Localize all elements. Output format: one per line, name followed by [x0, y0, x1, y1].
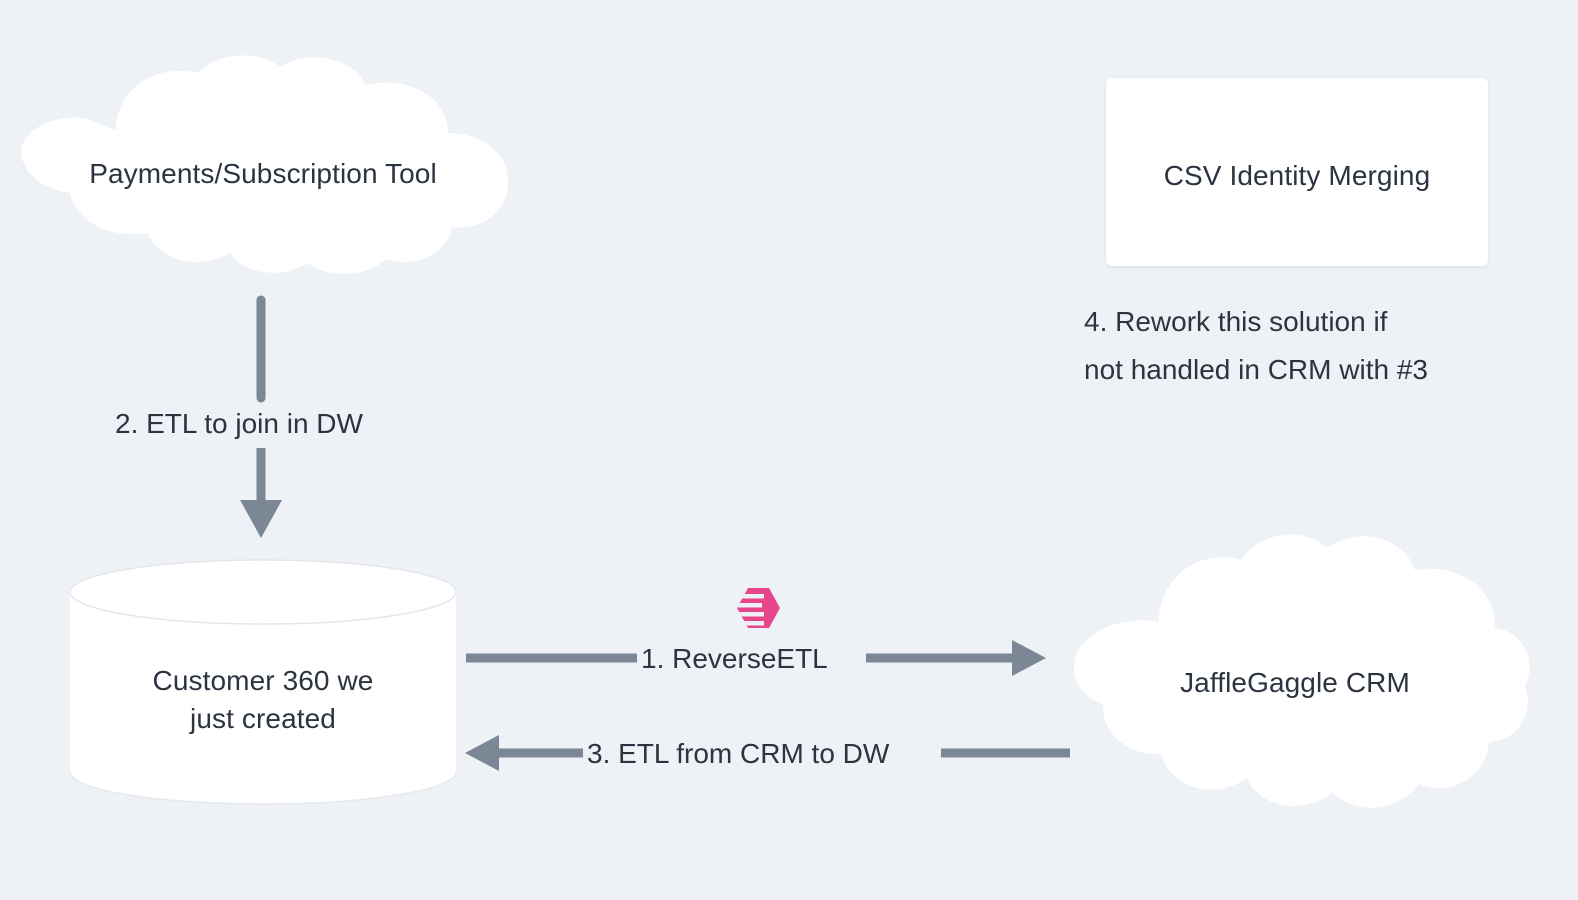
note-rework-solution: 4. Rework this solution if not handled i…: [1084, 306, 1428, 386]
edge-label-etl-from-crm: 3. ETL from CRM to DW: [587, 738, 890, 769]
edge-label-etl-join-dw: 2. ETL to join in DW: [115, 408, 363, 439]
hightouch-logo-icon: [736, 586, 782, 630]
edge-etl-join-dw-arrowhead: [240, 500, 282, 538]
node-jafflegaggle-crm[interactable]: [1055, 520, 1535, 840]
node-payments-subscription-tool[interactable]: [8, 55, 518, 280]
node-customer-360[interactable]: [68, 559, 458, 820]
cloud-shape: [1073, 534, 1530, 808]
edge-label-reverse-etl: 1. ReverseETL: [641, 643, 828, 674]
edge-reverse-etl-arrowhead: [1012, 640, 1046, 676]
edge-etl-from-crm-arrowhead: [465, 735, 499, 771]
node-csv-identity-merging[interactable]: [1106, 78, 1488, 266]
cloud-shape: [21, 55, 509, 274]
